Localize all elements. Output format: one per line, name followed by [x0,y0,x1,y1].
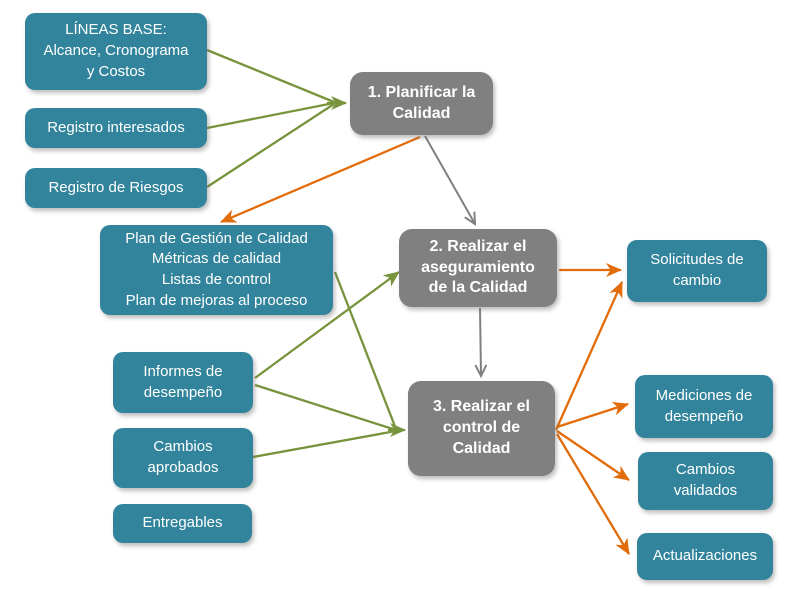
node-lineas-base: LÍNEAS BASE: Alcance, Cronograma y Costo… [25,13,207,90]
edge-plan-gestion-control [333,271,398,430]
edge-control-mediciones [556,401,629,429]
edge-informes-control [254,383,397,432]
edge-planificar-plan-gestion [220,135,421,224]
edge-cambios-aprobados-control [252,429,397,459]
edge-control-solicitudes [554,281,624,431]
node-aseguramiento-calidad: 2. Realizar el aseguramiento de la Calid… [399,229,557,307]
node-plan-gestion-calidad: Plan de Gestión de Calidad Métricas de c… [100,225,333,315]
edge-planificar-aseguramiento [424,135,477,226]
node-registro-riesgos: Registro de Riesgos [25,168,207,208]
node-solicitudes-cambio: Solicitudes de cambio [627,240,767,302]
edge-registro-riesgos-planificar [206,103,335,188]
edge-registro-interesados-planificar [206,101,335,130]
node-planificar-calidad: 1. Planificar la Calidad [350,72,493,135]
edge-lineas-base-planificar [206,48,335,104]
node-entregables: Entregables [113,504,252,543]
node-registro-interesados: Registro interesados [25,108,207,148]
edge-informes-aseguramiento [254,271,400,379]
node-cambios-validados: Cambios validados [638,452,773,510]
edge-aseguramiento-control [474,307,488,379]
node-informes-desempeno: Informes de desempeño [113,352,253,413]
node-actualizaciones: Actualizaciones [637,533,773,580]
node-control-calidad: 3. Realizar el control de Calidad [408,381,555,476]
node-cambios-aprobados: Cambios aprobados [113,428,253,488]
edge-control-actualizaciones [556,433,630,555]
node-mediciones-desempeno: Mediciones de desempeño [635,375,773,438]
edge-control-cambios-validados [556,430,630,481]
